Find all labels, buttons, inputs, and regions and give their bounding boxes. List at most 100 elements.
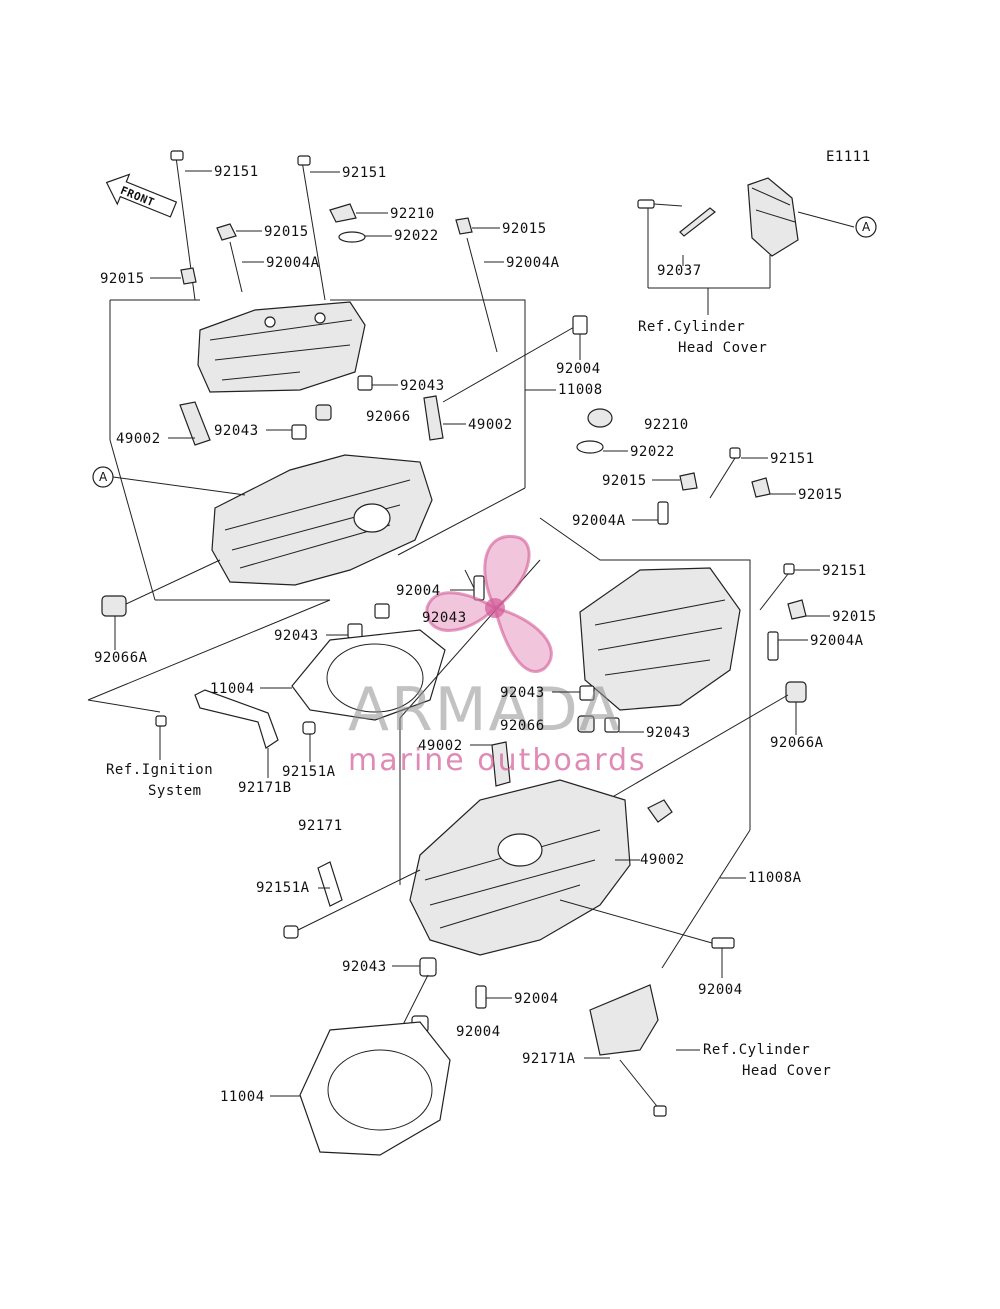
armada-propeller-logo-icon (425, 535, 553, 673)
label-92171: 92171 (298, 818, 343, 834)
label-92171A: 92171A (522, 1051, 576, 1067)
label-92066A-a: 92066A (94, 650, 148, 666)
label-92015-a: 92015 (264, 224, 309, 240)
label-92043-e: 92043 (500, 685, 545, 701)
nut-92015-d (679, 472, 698, 491)
bolt-92151-d (783, 563, 795, 575)
label-92151-d: 92151 (822, 563, 867, 579)
label-92037: 92037 (657, 263, 702, 279)
nut-92015-a (216, 223, 237, 241)
label-92004-b: 92004 (396, 583, 441, 599)
label-92043-c: 92043 (422, 610, 467, 626)
armada-watermark: ARMADA marine outboards (348, 535, 645, 778)
gasket-11004-b (299, 1021, 451, 1156)
label-92004-c: 92004 (514, 991, 559, 1007)
plug-92066-b (577, 715, 595, 733)
ref-ignition-system-line2: System (148, 783, 202, 799)
label-92015-c: 92015 (502, 221, 547, 237)
label-92015-d: 92015 (602, 473, 647, 489)
stud-92004-a (572, 315, 588, 335)
dowel-92043-f (604, 717, 620, 733)
label-49002-d: 49002 (640, 852, 685, 868)
label-92151-b: 92151 (342, 165, 387, 181)
label-92022-b: 92022 (630, 444, 675, 460)
label-92043-d: 92043 (274, 628, 319, 644)
front-arrow-icon: FRONT (105, 173, 178, 218)
head-cover-bracket (747, 177, 799, 257)
nut-92015-b (180, 267, 197, 285)
dowel-92043-d (347, 623, 363, 639)
label-92004-e: 92004 (456, 1024, 501, 1040)
label-92043-b: 92043 (214, 423, 259, 439)
watermark-brand: ARMADA (348, 675, 622, 745)
label-92015-f: 92015 (832, 609, 877, 625)
label-11008A: 11008A (748, 870, 802, 886)
label-11004-a: 11004 (210, 681, 255, 697)
valve-49002-c (491, 741, 511, 787)
label-92043-g: 92043 (342, 959, 387, 975)
label-92015-e: 92015 (798, 487, 843, 503)
label-92151-a: 92151 (214, 164, 259, 180)
ref-cylinder-head-cover-bottom-line2: Head Cover (742, 1063, 831, 1079)
clip-92151A-b (317, 861, 343, 907)
nut-92015-f (787, 599, 807, 620)
bolt-92151-a (170, 150, 184, 161)
label-49002-c: 49002 (418, 738, 463, 754)
label-92004-a: 92004 (556, 361, 601, 377)
ref-cylinder-head-cover-top-line2: Head Cover (678, 340, 767, 356)
dowel-92043-g (419, 957, 437, 977)
label-92004A-a: 92004A (266, 255, 320, 271)
stud-92004-b (473, 575, 485, 601)
label-92151-c: 92151 (770, 451, 815, 467)
front-cylinder-head-assembly (283, 408, 807, 1156)
dowel-92043-b (291, 424, 307, 440)
bolt-92037 (637, 199, 716, 237)
washer-92022-a (338, 231, 366, 243)
label-92043-f: 92043 (646, 725, 691, 741)
bolt-92151A-a (302, 721, 316, 735)
label-49002-a: 49002 (116, 431, 161, 447)
label-11004-b: 11004 (220, 1089, 265, 1105)
label-49002-b: 49002 (468, 417, 513, 433)
label-92004-d: 92004 (698, 982, 743, 998)
label-92004A-c: 92004A (572, 513, 626, 529)
label-92066-a: 92066 (366, 409, 411, 425)
nut-92015-e (751, 477, 771, 498)
label-92015-b: 92015 (100, 271, 145, 287)
plug-92210-b (587, 408, 613, 428)
bracket-92171B (194, 689, 279, 749)
ref-marker-a-right (855, 216, 877, 238)
plug-92210-a (329, 203, 357, 223)
rear-head-cover (197, 301, 366, 393)
label-92022-a: 92022 (394, 228, 439, 244)
label-92210-b: 92210 (644, 417, 689, 433)
bolt-92151-c (729, 447, 741, 459)
diagram-code: E1111 (826, 149, 871, 165)
ref-ignition-system-line1: Ref.Ignition (106, 762, 213, 778)
rear-cylinder-head-assembly: A (87, 150, 588, 749)
rear-cylinder-head (211, 454, 433, 586)
valve-49002-b (423, 395, 444, 441)
label-92151A-b: 92151A (256, 880, 310, 896)
plug-92066A-a (101, 595, 127, 617)
label-92066-b: 92066 (500, 718, 545, 734)
label-92171B: 92171B (238, 780, 292, 796)
ref-cylinder-head-cover-group-top: A 92037 Ref.Cylinder Head Cover (637, 177, 877, 356)
part-labels: 92151 92151 92210 92015 92022 92015 9200… (94, 164, 877, 1105)
label-11008: 11008 (558, 382, 603, 398)
front-cylinder-head (409, 779, 631, 956)
ref-marker-a-right-text: A (862, 220, 871, 234)
stud-92004A-d (767, 631, 779, 661)
label-92004A-d: 92004A (810, 633, 864, 649)
plug-92066A-b (785, 681, 807, 703)
valve-49002-d (647, 799, 673, 823)
nut-92015-c (455, 217, 473, 235)
ref-cylinder-head-cover-bottom-line1: Ref.Cylinder (703, 1042, 810, 1058)
valve-49002-a (179, 401, 211, 446)
label-92004A-b: 92004A (506, 255, 560, 271)
bracket-92171A (589, 984, 659, 1056)
label-92210-a: 92210 (390, 206, 435, 222)
label-92043-a: 92043 (400, 378, 445, 394)
dowel-92043-e (579, 685, 595, 701)
